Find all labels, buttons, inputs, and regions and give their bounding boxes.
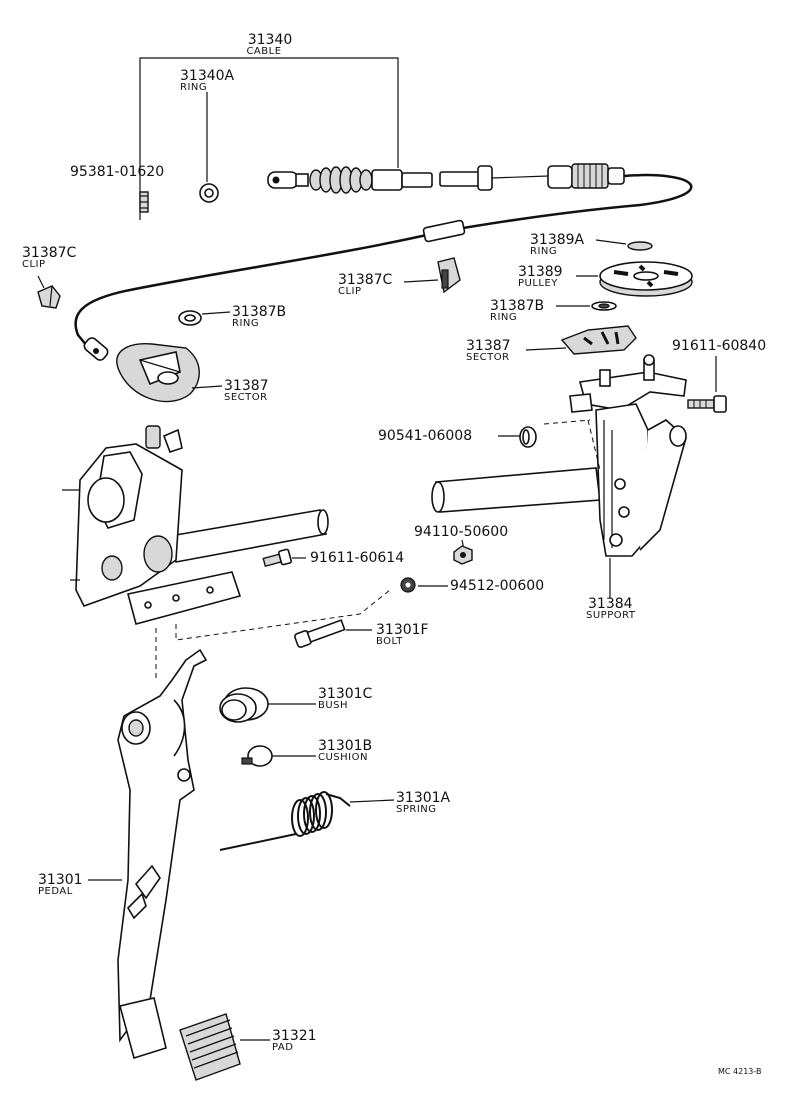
svg-text:SECTOR: SECTOR [224, 392, 268, 403]
svg-text:31387B: 31387B [232, 304, 286, 320]
pad-31321 [179, 1013, 270, 1081]
label-pedal: 31301 PEDAL [38, 872, 83, 897]
pin-95381 [139, 191, 149, 213]
svg-text:PULLEY: PULLEY [518, 278, 558, 289]
sector-left [116, 343, 223, 403]
nut-94110-50600 [453, 539, 473, 565]
svg-text:BUSH: BUSH [318, 700, 348, 711]
bush-31301c [219, 687, 316, 723]
support-31384 [431, 354, 687, 598]
svg-text:94512-00600: 94512-00600 [450, 578, 544, 594]
label-ring-31389a: 31389A RING [530, 232, 585, 257]
svg-text:CABLE: CABLE [246, 46, 281, 57]
bolt-31301f [294, 619, 372, 648]
clip-left [37, 275, 61, 309]
svg-text:RING: RING [490, 312, 517, 323]
label-pin-95381: 95381-01620 [70, 164, 164, 180]
label-sector-left: 31387 SECTOR [224, 378, 269, 403]
sector-right [525, 325, 637, 355]
svg-text:31301: 31301 [38, 872, 83, 888]
ring-31389a [595, 239, 653, 251]
ring-31340a [199, 92, 219, 203]
svg-text:RING: RING [180, 82, 207, 93]
svg-text:BOLT: BOLT [376, 636, 403, 647]
svg-text:31387B: 31387B [490, 298, 544, 314]
svg-text:CUSHION: CUSHION [318, 752, 368, 763]
svg-text:31387C: 31387C [338, 272, 393, 288]
clip-mid [403, 257, 461, 294]
svg-text:RING: RING [232, 318, 259, 329]
ring-31387b-left [178, 310, 231, 326]
label-support: 31384 SUPPORT [586, 596, 636, 621]
label-sector-right: 31387 SECTOR [466, 338, 511, 363]
svg-text:CLIP: CLIP [338, 286, 362, 297]
svg-text:SECTOR: SECTOR [466, 352, 510, 363]
label-washer: 94512-00600 [450, 578, 544, 594]
label-pin-90541: 90541-06008 [378, 428, 472, 444]
label-ring-31340a: 31340A RING [180, 68, 235, 93]
svg-text:CLIP: CLIP [22, 259, 46, 270]
label-bush: 31301C BUSH [318, 686, 373, 711]
svg-text:31301C: 31301C [318, 686, 373, 702]
svg-text:31340: 31340 [248, 32, 293, 48]
svg-text:SUPPORT: SUPPORT [586, 610, 636, 621]
spring-31301a [219, 791, 395, 851]
ring-31387b-right [556, 301, 617, 311]
cable-assembly [74, 57, 693, 361]
cushion-31301b [241, 745, 316, 767]
label-pulley: 31389 PULLEY [518, 264, 563, 289]
svg-text:PAD: PAD [272, 1042, 293, 1053]
svg-text:31387: 31387 [466, 338, 511, 354]
label-bolt-91611-60614: 91611-60614 [310, 550, 404, 566]
bolt-91611-60840 [687, 356, 727, 413]
svg-text:90541-06008: 90541-06008 [378, 428, 472, 444]
label-bolt-31301f: 31301F BOLT [376, 622, 429, 647]
label-cable: 31340 CABLE [246, 32, 292, 57]
svg-text:31387C: 31387C [22, 245, 77, 261]
svg-text:31340A: 31340A [180, 68, 235, 84]
footer-code: MC 4213-B [718, 1067, 761, 1076]
svg-text:94110-50600: 94110-50600 [414, 524, 508, 540]
pedal-bracket [62, 425, 391, 680]
svg-text:31389A: 31389A [530, 232, 585, 248]
svg-text:31301F: 31301F [376, 622, 429, 638]
label-cushion: 31301B CUSHION [318, 738, 372, 763]
svg-text:31321: 31321 [272, 1028, 317, 1044]
pedal-31301 [88, 648, 208, 1060]
label-ring-31387b-left: 31387B RING [232, 304, 286, 329]
svg-text:RING: RING [530, 246, 557, 257]
label-spring: 31301A SPRING [396, 790, 451, 815]
svg-text:PEDAL: PEDAL [38, 886, 73, 897]
svg-text:31387: 31387 [224, 378, 269, 394]
svg-text:31301A: 31301A [396, 790, 451, 806]
svg-text:SPRING: SPRING [396, 804, 437, 815]
svg-text:91611-60840: 91611-60840 [672, 338, 766, 354]
pulley-31389 [576, 261, 693, 297]
svg-text:31384: 31384 [588, 596, 633, 612]
washer-94512-00600 [400, 577, 448, 593]
label-bolt-91611-60840: 91611-60840 [672, 338, 766, 354]
svg-text:95381-01620: 95381-01620 [70, 164, 164, 180]
bolt-91611-60614 [262, 548, 306, 568]
svg-text:31389: 31389 [518, 264, 563, 280]
label-ring-31387b-right: 31387B RING [490, 298, 544, 323]
label-pad: 31321 PAD [272, 1028, 317, 1053]
label-clip-left: 31387C CLIP [22, 245, 77, 270]
label-clip-mid: 31387C CLIP [338, 272, 393, 297]
label-nut: 94110-50600 [414, 524, 508, 540]
svg-text:91611-60614: 91611-60614 [310, 550, 404, 566]
pin-90541-06008 [498, 426, 537, 448]
svg-text:31301B: 31301B [318, 738, 372, 754]
